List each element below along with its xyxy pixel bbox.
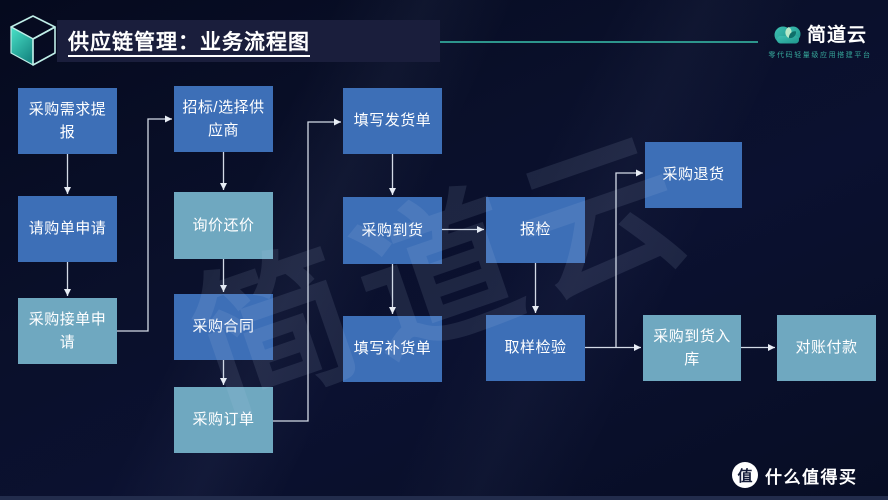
flow-node-bidding: 招标/选择供应商 [174, 86, 273, 152]
flow-node-replenish: 填写补货单 [343, 316, 442, 382]
brand-name: 简道云 [806, 25, 867, 46]
flow-node-order: 采购订单 [174, 387, 273, 453]
flow-node-label: 招标/选择供应商 [182, 98, 265, 139]
flow-node-accept: 采购接单申请 [18, 298, 117, 364]
brand: 简道云 零代码轻量级应用搭建平台 [758, 20, 882, 60]
bottom-edge-strip [0, 496, 888, 500]
flow-node-requisition: 请购单申请 [18, 196, 117, 262]
smzdm-label: 什么值得买 [765, 467, 858, 487]
flow-node-warehouse: 采购到货入库 [643, 315, 741, 381]
flow-node-delivery: 填写发货单 [343, 88, 442, 154]
flow-node-arrival: 采购到货 [343, 197, 442, 264]
flow-node-label: 填写发货单 [353, 112, 432, 130]
flow-node-label: 请购单申请 [28, 220, 107, 238]
flow-node-label: 询价还价 [192, 216, 255, 234]
page-title: 供应链管理：业务流程图 [68, 31, 310, 54]
flow-node-label: 采购订单 [192, 411, 255, 429]
flow-node-label: 采购到货 [361, 221, 424, 239]
cube-icon [10, 15, 56, 66]
flow-node-demand: 采购需求提报 [18, 88, 117, 154]
smzdm-badge: 值 什么值得买 [732, 462, 858, 488]
flow-node-inquiry: 询价还价 [174, 192, 273, 259]
flow-node-label: 取样检验 [504, 339, 567, 357]
flow-node-label: 对账付款 [795, 339, 858, 357]
flow-node-label: 填写补货单 [353, 340, 432, 358]
flow-node-label: 采购到货入库 [653, 327, 731, 368]
flow-node-inspect: 报检 [486, 197, 585, 263]
flow-node-label: 采购需求提报 [28, 100, 107, 141]
cloud-logo-icon [774, 26, 801, 43]
title-plate [57, 20, 440, 62]
flow-node-sampling: 取样检验 [486, 315, 585, 381]
flow-node-contract: 采购合同 [174, 294, 273, 360]
flow-node-label: 采购接单申请 [28, 310, 107, 351]
flow-node-label: 采购退货 [662, 166, 725, 184]
flow-node-label: 采购合同 [192, 318, 255, 336]
flow-node-label: 报检 [519, 221, 551, 239]
smzdm-logo-icon: 值 [732, 462, 758, 488]
header-divider-line [440, 41, 758, 43]
brand-tagline: 零代码轻量级应用搭建平台 [768, 52, 872, 59]
flow-node-payment: 对账付款 [777, 315, 876, 381]
flow-node-return: 采购退货 [645, 142, 742, 208]
